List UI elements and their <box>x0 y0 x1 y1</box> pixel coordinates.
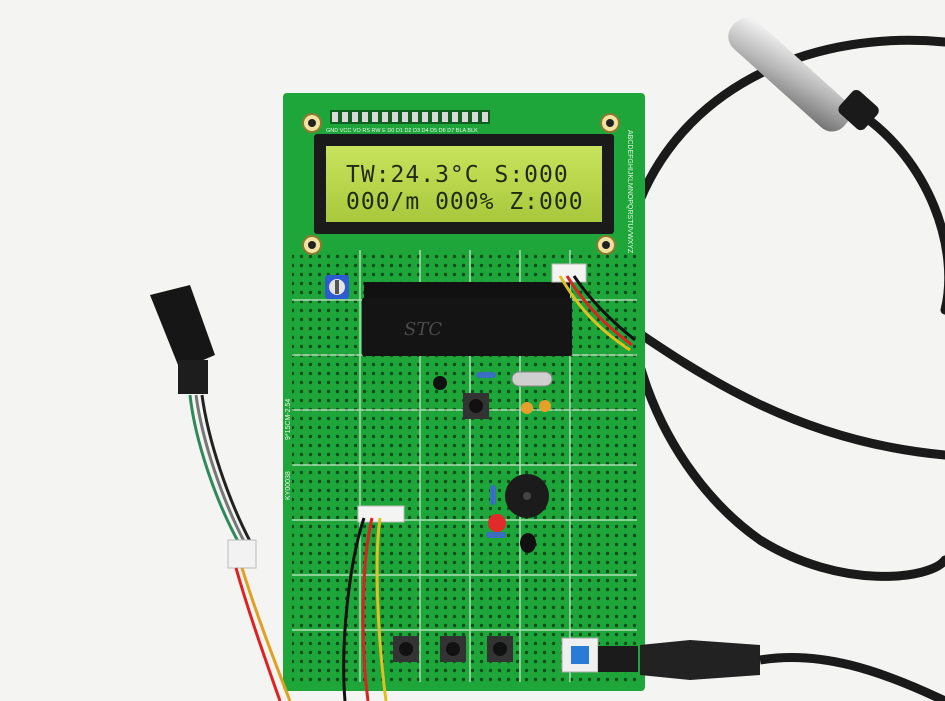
board-size-label: 9*15CM-2.54 <box>285 399 292 440</box>
buzzer <box>505 474 549 518</box>
hall-effect-sensor <box>150 285 292 701</box>
board-model-label: KY00038 <box>285 471 292 500</box>
lcd-line-1: TW:24.3°C S:000 <box>346 162 569 188</box>
dc-power-jack <box>598 640 945 701</box>
lcd-line-2: 000/m 000% Z:000 <box>346 189 584 215</box>
lcd-pin-header: GND VCC VO RS RW E D0 D1 D2 D3 D4 D5 D6 … <box>326 110 490 134</box>
transistor <box>433 376 447 390</box>
column-letters: ABCDEFGHIJKLMNOPQRSTUVWXYZ <box>626 130 633 254</box>
capacitors <box>521 400 551 414</box>
crystal-oscillator <box>511 371 553 387</box>
power-switch <box>561 637 599 673</box>
chip-label: STC <box>404 319 442 340</box>
led-transistor <box>520 533 536 553</box>
potentiometer <box>325 275 349 299</box>
lcd-display: TW:24.3°C S:000 000/m 000% Z:000 <box>314 134 614 234</box>
temperature-probe <box>728 17 879 132</box>
hall-sensor-connector <box>342 505 405 701</box>
red-led <box>488 514 506 532</box>
reset-button <box>463 393 489 419</box>
pcb-board <box>283 93 645 691</box>
pin-header-silkscreen: GND VCC VO RS RW E D0 D1 D2 D3 D4 D5 D6 … <box>326 128 478 134</box>
resistor <box>476 372 506 538</box>
sensor-connector-top <box>551 263 636 352</box>
microcontroller-chip: STC <box>362 282 572 356</box>
push-buttons <box>393 636 513 662</box>
